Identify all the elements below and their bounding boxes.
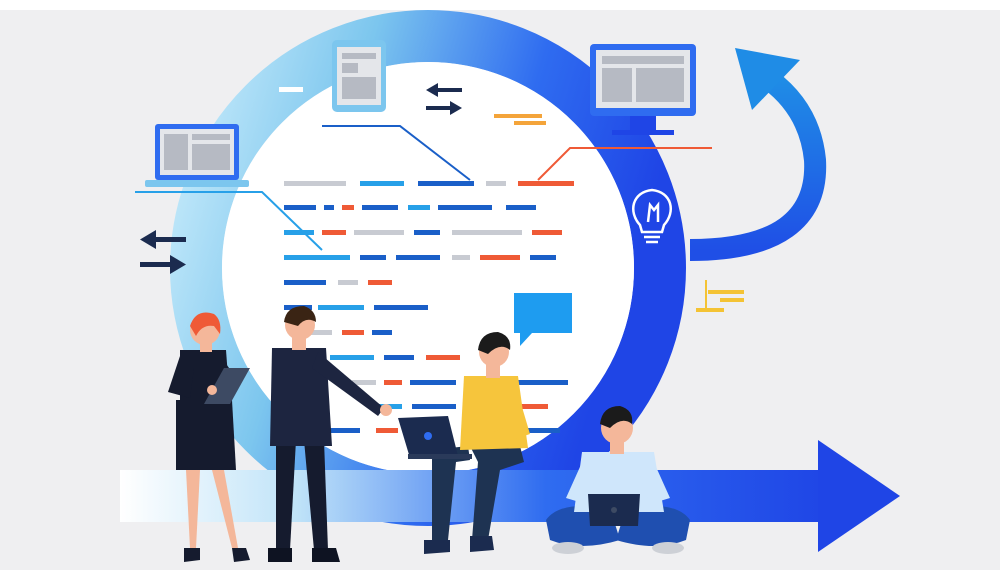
- code-line-segment: [310, 330, 332, 335]
- code-line-segment: [322, 230, 346, 235]
- code-line-segment: [412, 404, 456, 409]
- person-man-sitting: [546, 406, 690, 554]
- code-line-segment: [360, 181, 404, 186]
- code-line-segment: [410, 380, 456, 385]
- person-woman-tablet: [168, 312, 250, 562]
- code-line-segment: [530, 255, 556, 260]
- arrows-swap-icon: [140, 230, 186, 274]
- lightbulb-icon: [632, 188, 672, 244]
- arrows-swap-icon: [426, 83, 462, 115]
- person-man-laptop: [398, 332, 530, 554]
- code-line-segment: [396, 255, 440, 260]
- code-line-segment: [426, 355, 460, 360]
- code-line-segment: [284, 205, 316, 210]
- code-line-segment: [452, 230, 522, 235]
- chat-bubble-icon: [514, 293, 572, 346]
- code-line-segment: [324, 205, 334, 210]
- code-line-segment: [342, 330, 364, 335]
- code-line-segment: [512, 380, 568, 385]
- code-line-segment: [374, 305, 428, 310]
- tablet-icon: [332, 40, 386, 112]
- person-man-pointing: [268, 306, 392, 562]
- code-line-segment: [342, 205, 354, 210]
- refresh-arrow-icon: [689, 48, 827, 261]
- monitor-icon: [590, 44, 696, 135]
- code-lines: [284, 181, 574, 433]
- decorative-dashes: [279, 87, 744, 312]
- code-line-segment: [520, 404, 548, 409]
- code-line-segment: [284, 280, 326, 285]
- code-line-segment: [368, 280, 392, 285]
- code-line-segment: [480, 255, 520, 260]
- code-line-segment: [414, 230, 440, 235]
- code-line-segment: [284, 255, 350, 260]
- code-line-segment: [284, 230, 314, 235]
- laptop-icon: [145, 124, 249, 187]
- code-line-segment: [352, 380, 376, 385]
- connector-lines: [135, 125, 712, 251]
- code-line-segment: [284, 181, 346, 186]
- code-line-segment: [330, 355, 374, 360]
- code-line-segment: [408, 205, 430, 210]
- code-line-segment: [330, 428, 360, 433]
- code-line-segment: [452, 255, 470, 260]
- code-line-segment: [532, 230, 562, 235]
- code-line-segment: [418, 181, 474, 186]
- code-line-segment: [506, 205, 536, 210]
- code-line-segment: [360, 255, 386, 260]
- code-line-segment: [362, 205, 398, 210]
- code-line-segment: [384, 355, 414, 360]
- code-line-segment: [318, 305, 364, 310]
- code-line-segment: [372, 330, 392, 335]
- code-line-segment: [338, 280, 358, 285]
- code-line-segment: [354, 230, 404, 235]
- code-line-segment: [486, 181, 506, 186]
- code-line-segment: [384, 380, 402, 385]
- code-line-segment: [520, 428, 560, 433]
- code-line-segment: [518, 181, 574, 186]
- code-line-segment: [376, 428, 398, 433]
- code-line-segment: [438, 205, 492, 210]
